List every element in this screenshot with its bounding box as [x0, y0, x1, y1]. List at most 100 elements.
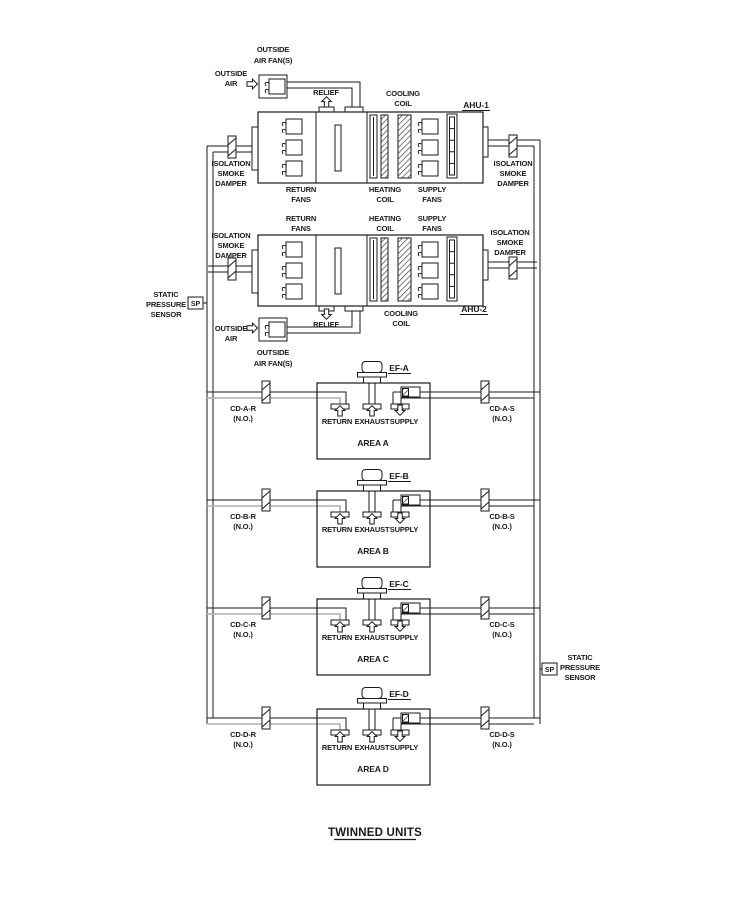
area-c-return-damper-tag: CD-C-R [230, 620, 256, 629]
ahu1-relief-arrow-icon [321, 96, 332, 108]
ahu-1: OUTSIDE AIR FAN(S) OUTSIDE AIR RELIEF CO… [212, 45, 533, 204]
svg-text:(N.O.): (N.O.) [492, 414, 512, 423]
ahu2-cooling-coil-label: COOLING [384, 309, 418, 318]
area-b-exhaust-fan-label: EF-B [389, 471, 408, 481]
sp-right-tag: SP [545, 667, 555, 674]
svg-text:SMOKE: SMOKE [218, 241, 245, 250]
ahu2-supply-fans-label: SUPPLY [418, 214, 447, 223]
area-c-return-label: RETURN [322, 633, 352, 642]
sp-left-box [187, 296, 204, 310]
ahu2-outside-air-arrow-icon [246, 322, 258, 334]
ahu2-unit-body [252, 235, 488, 306]
ahu1-name-label: AHU-1 [463, 100, 489, 110]
sp-right-box [541, 662, 558, 676]
svg-text:SMOKE: SMOKE [218, 169, 245, 178]
svg-text:DAMPER: DAMPER [497, 179, 529, 188]
area-c-supply-label: SUPPLY [390, 633, 419, 642]
svg-text:(N.O.): (N.O.) [233, 740, 253, 749]
svg-text:COIL: COIL [376, 195, 394, 204]
area-d-exhaust-label: EXHAUST [355, 743, 390, 752]
diagram-title: TWINNED UNITS [328, 827, 422, 841]
svg-text:FANS: FANS [291, 195, 311, 204]
svg-text:FANS: FANS [422, 224, 442, 233]
ahu1-cooling-coil-label: COOLING [386, 89, 420, 98]
svg-text:DAMPER: DAMPER [215, 251, 247, 260]
ahu1-heating-coil-label: HEATING [369, 185, 401, 194]
area-d-supply-damper-tag: CD-D-S [489, 730, 514, 739]
area-b-supply-damper-tag: CD-B-S [489, 512, 514, 521]
area-d-return-damper-tag: CD-D-R [230, 730, 256, 739]
svg-text:FANS: FANS [291, 224, 311, 233]
ahu2-oa-fan-label: OUTSIDE [257, 348, 289, 357]
area-a-name-label: AREA A [357, 438, 388, 448]
svg-text:COIL: COIL [376, 224, 394, 233]
ahu1-relief-label: RELIEF [313, 88, 339, 97]
ahu2-return-fans-label: RETURN [286, 214, 316, 223]
svg-text:AIR: AIR [225, 334, 238, 343]
ahu2-oa-inlet [344, 305, 364, 312]
ahu1-outside-air-arrow-icon [246, 78, 258, 90]
ahu1-isolation-damper-right-icon [508, 134, 518, 158]
svg-text:(N.O.): (N.O.) [233, 522, 253, 531]
area-c-name-label: AREA C [357, 654, 389, 664]
svg-text:(N.O.): (N.O.) [492, 740, 512, 749]
area-a-exhaust-label: EXHAUST [355, 417, 390, 426]
svg-text:PRESSURE: PRESSURE [146, 300, 186, 309]
area-c-supply-damper-tag: CD-C-S [489, 620, 514, 629]
ahu1-iso-damper-right-label: ISOLATION [494, 159, 533, 168]
area-c-exhaust-fan-label: EF-C [389, 579, 408, 589]
svg-text:COIL: COIL [392, 319, 410, 328]
ahu1-relief-stack [318, 106, 335, 113]
area-d-exhaust-fan-label: EF-D [389, 689, 408, 699]
svg-text:AIR FAN(S): AIR FAN(S) [254, 359, 293, 368]
area-b-name-label: AREA B [357, 546, 389, 556]
svg-text:SENSOR: SENSOR [565, 673, 597, 682]
svg-text:(N.O.): (N.O.) [492, 522, 512, 531]
ahu-2: RETURN FANS HEATING COIL SUPPLY FANS ISO… [212, 214, 530, 368]
svg-text:SMOKE: SMOKE [500, 169, 527, 178]
svg-text:AIR FAN(S): AIR FAN(S) [254, 56, 293, 65]
area-a-exhaust-fan-label: EF-A [389, 363, 408, 373]
area-a-return-label: RETURN [322, 417, 352, 426]
sp-left-label: STATIC [153, 290, 179, 299]
svg-text:COIL: COIL [394, 99, 412, 108]
area-b-supply-label: SUPPLY [390, 525, 419, 534]
svg-text:DAMPER: DAMPER [494, 248, 526, 257]
area-c-exhaust-label: EXHAUST [355, 633, 390, 642]
svg-text:(N.O.): (N.O.) [492, 630, 512, 639]
svg-text:SENSOR: SENSOR [151, 310, 183, 319]
area-b-return-damper-tag: CD-B-R [230, 512, 256, 521]
ahu2-outside-air-label: OUTSIDE [215, 324, 247, 333]
ahu2-isolation-damper-left-icon [227, 257, 237, 281]
svg-text:AIR: AIR [225, 79, 238, 88]
svg-text:FANS: FANS [422, 195, 442, 204]
sp-left-tag: SP [191, 301, 201, 308]
ahu2-iso-damper-right-label: ISOLATION [491, 228, 530, 237]
ahu2-iso-damper-left-label: ISOLATION [212, 231, 251, 240]
ahu1-supply-fans-label: SUPPLY [418, 185, 447, 194]
area-d-name-label: AREA D [357, 764, 389, 774]
static-pressure-sensor-right: SP STATIC PRESSURE SENSOR [541, 653, 600, 682]
ahu1-outside-air-duct [287, 81, 361, 107]
ahu1-oa-fan-label: OUTSIDE [257, 45, 289, 54]
ahu1-isolation-damper-left-icon [227, 135, 237, 159]
ahu2-labels: RETURN FANS HEATING COIL SUPPLY FANS ISO… [212, 214, 530, 368]
ahu2-isolation-damper-right-icon [508, 256, 518, 280]
area-a-return-damper-tag: CD-A-R [230, 404, 256, 413]
area-c: EF-C RETURN EXHAUST SUPPLY AREA C CD-C-R… [207, 578, 540, 676]
ahu1-unit-body [252, 112, 488, 183]
ahu1-iso-damper-left-label: ISOLATION [212, 159, 251, 168]
ahu1-outside-air-label: OUTSIDE [215, 69, 247, 78]
svg-text:SMOKE: SMOKE [497, 238, 524, 247]
area-b: EF-B RETURN EXHAUST SUPPLY AREA B CD-B-R… [207, 470, 540, 568]
area-b-exhaust-label: EXHAUST [355, 525, 390, 534]
area-a-supply-label: SUPPLY [390, 417, 419, 426]
ahu1-return-fans-label: RETURN [286, 185, 316, 194]
ahu2-heating-coil-label: HEATING [369, 214, 401, 223]
static-pressure-sensor-left: SP STATIC PRESSURE SENSOR [146, 290, 204, 319]
svg-text:(N.O.): (N.O.) [233, 630, 253, 639]
sp-right-label: STATIC [567, 653, 593, 662]
svg-text:(N.O.): (N.O.) [233, 414, 253, 423]
